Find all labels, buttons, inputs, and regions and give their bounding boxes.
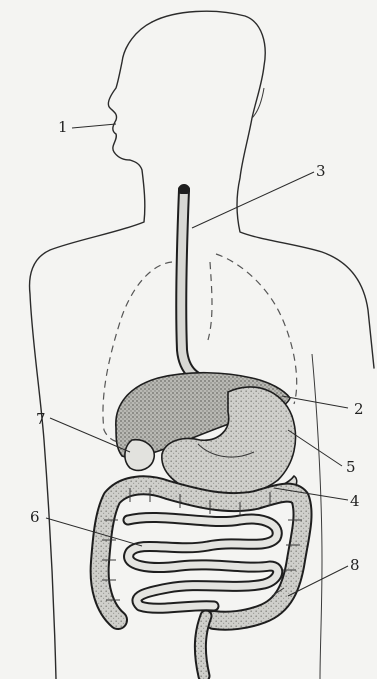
label-1: 1 bbox=[58, 118, 68, 136]
label-4: 4 bbox=[350, 492, 360, 510]
label-8: 8 bbox=[350, 556, 360, 574]
small-intestine bbox=[128, 517, 278, 608]
label-2: 2 bbox=[354, 400, 364, 418]
esophagus bbox=[178, 186, 236, 400]
rectum bbox=[200, 616, 206, 676]
label-7: 7 bbox=[36, 410, 46, 428]
gallbladder bbox=[125, 440, 154, 471]
label-3: 3 bbox=[316, 162, 326, 180]
label-6: 6 bbox=[30, 508, 40, 526]
label-5: 5 bbox=[346, 458, 356, 476]
